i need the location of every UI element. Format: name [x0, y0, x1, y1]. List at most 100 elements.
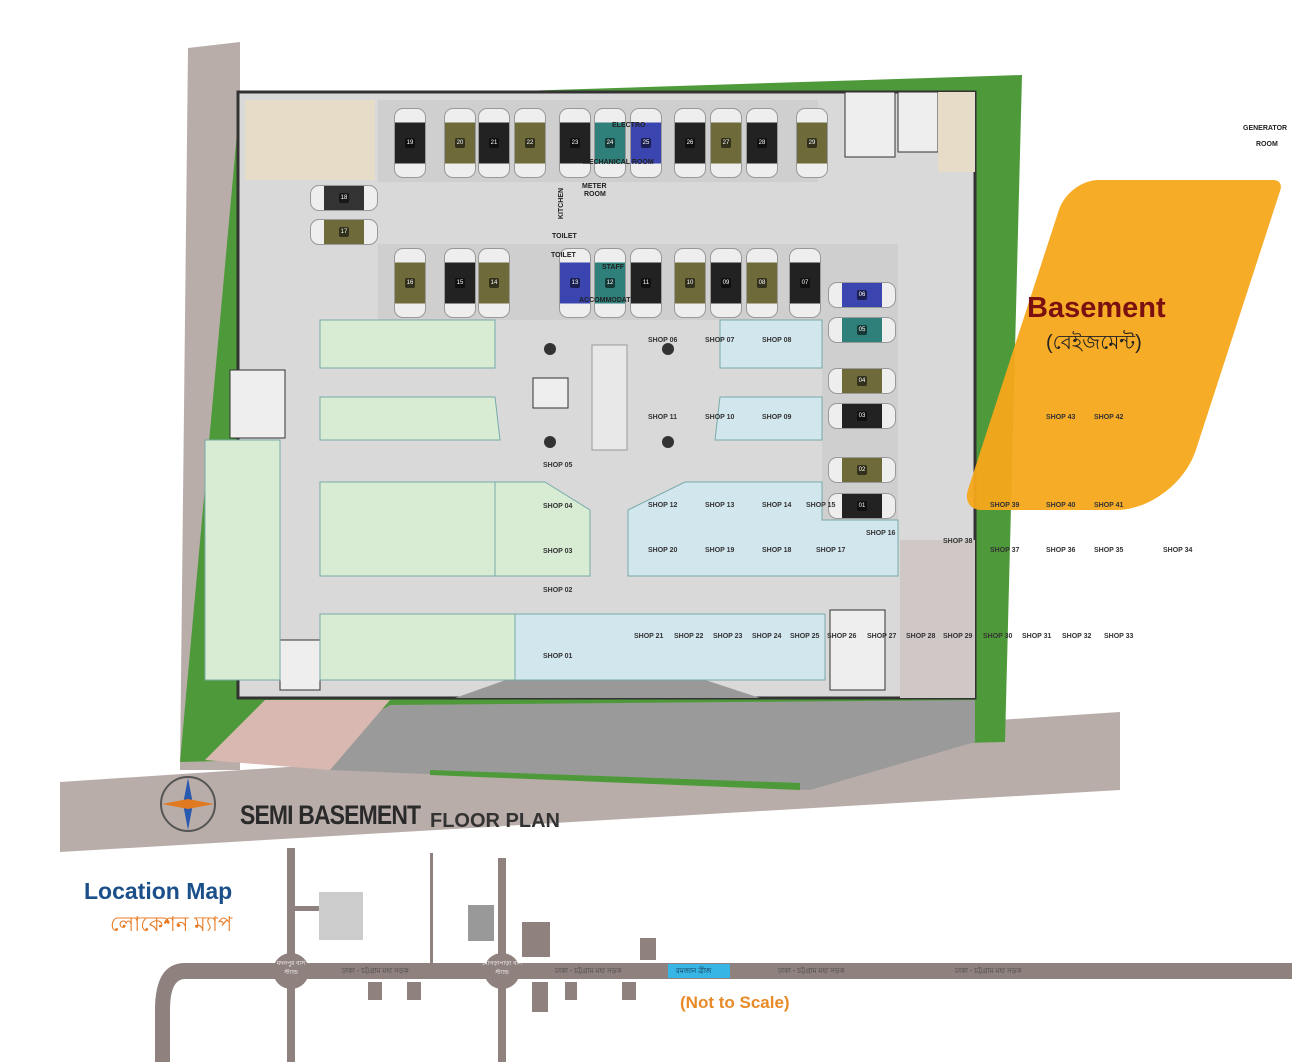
room-generator: GENERATOR — [1243, 125, 1288, 132]
parking-space-car: 09 — [710, 248, 742, 318]
highway-label: ঢাকা - চট্টগ্রাম মহা সড়ক — [955, 968, 1022, 975]
parking-number: 09 — [720, 278, 732, 288]
parking-number: 25 — [640, 138, 652, 148]
shop-label: SHOP 02 — [543, 587, 573, 594]
parking-space-car: 20 — [444, 108, 476, 178]
parking-number: 04 — [856, 376, 868, 386]
shop-label: SHOP 18 — [762, 547, 792, 554]
shop-label: SHOP 03 — [543, 548, 573, 555]
parking-space-car: 25 — [630, 108, 662, 178]
shop-label: SHOP 24 — [752, 633, 782, 640]
shop-label: SHOP 16 — [866, 530, 896, 537]
parking-space-car: 15 — [444, 248, 476, 318]
parking-space-car: 04 — [828, 368, 896, 394]
parking-space-car: 16 — [394, 248, 426, 318]
shop-label: SHOP 09 — [762, 414, 792, 421]
room-toilet-2: TOILET — [551, 252, 576, 259]
shop-label: SHOP 38 — [943, 538, 973, 545]
parking-space-car: 26 — [674, 108, 706, 178]
landmark-1 — [319, 892, 363, 940]
room-electro: ELECTRO — [612, 122, 646, 129]
entry-steps — [455, 675, 760, 698]
parking-space-car: 08 — [746, 248, 778, 318]
parking-space-car: 11 — [630, 248, 662, 318]
parking-number: 21 — [488, 138, 500, 148]
corner-block — [245, 100, 375, 180]
parking-space-car: 03 — [828, 403, 896, 429]
shop-label: SHOP 19 — [705, 547, 735, 554]
parking-number: 22 — [524, 138, 536, 148]
driveway — [320, 700, 975, 790]
parking-number: 24 — [604, 138, 616, 148]
room-mechanical: MECHANICAL ROOM — [583, 159, 654, 166]
plan-title-light: FLOOR PLAN — [430, 810, 560, 832]
parking-number: 11 — [640, 278, 652, 288]
location-map-roads — [155, 848, 1292, 1062]
lift-center — [532, 377, 569, 409]
stair-bottom-left — [279, 639, 321, 691]
shop-label: SHOP 41 — [1094, 502, 1124, 509]
parking-number: 06 — [856, 290, 868, 300]
shop-label: SHOP 36 — [1046, 547, 1076, 554]
room-kitchen: KITCHEN — [558, 187, 566, 220]
shop-label: SHOP 39 — [990, 502, 1020, 509]
entrance-paving — [205, 700, 390, 770]
parking-number: 08 — [756, 278, 768, 288]
shop-label: SHOP 08 — [762, 337, 792, 344]
parking-number: 27 — [720, 138, 732, 148]
parking-space-car: 12 — [594, 248, 626, 318]
shop-label: SHOP 15 — [806, 502, 836, 509]
bus-stand-1: মদনপুর বাস স্ট্যান্ড — [276, 961, 306, 976]
parking-number: 18 — [338, 193, 350, 203]
room-meter: METER — [582, 183, 607, 190]
basement-label-bn: (বেইজমেন্ট) — [1046, 332, 1142, 354]
parking-space-car: 14 — [478, 248, 510, 318]
parking-number: 01 — [856, 501, 868, 511]
parking-space-car: 29 — [796, 108, 828, 178]
parking-space-car: 05 — [828, 317, 896, 343]
location-map-title-bn: লোকেশন ম্যাপ — [110, 913, 233, 936]
shop-label: SHOP 40 — [1046, 502, 1076, 509]
highway-label: ঢাকা - চট্টগ্রাম মহা সড়ক — [555, 968, 622, 975]
shop-label: SHOP 42 — [1094, 414, 1124, 421]
parking-number: 14 — [488, 278, 500, 288]
shop-label: SHOP 35 — [1094, 547, 1124, 554]
stair-top — [844, 91, 896, 158]
shop-label: SHOP 43 — [1046, 414, 1076, 421]
parking-space-car: 28 — [746, 108, 778, 178]
parking-number: 23 — [569, 138, 581, 148]
landmark-2 — [468, 905, 494, 941]
parking-number: 26 — [684, 138, 696, 148]
parking-right — [822, 280, 898, 520]
bus-stand-2: মোগড়াপাড়া বাস স্ট্যান্ড — [481, 961, 522, 976]
escalator — [591, 344, 628, 451]
parking-number: 20 — [454, 138, 466, 148]
shop-label: SHOP 33 — [1104, 633, 1134, 640]
room-generator-room: ROOM — [1256, 141, 1278, 148]
room-accommodation: ACCOMMODATION — [579, 297, 644, 304]
parking-number: 17 — [338, 227, 350, 237]
shop-label: SHOP 13 — [705, 502, 735, 509]
shop-label: SHOP 06 — [648, 337, 678, 344]
shop-label: SHOP 27 — [867, 633, 897, 640]
green-shops — [204, 319, 591, 681]
location-map-title: Location Map — [84, 878, 233, 904]
shop-label: SHOP 31 — [1022, 633, 1052, 640]
room-staff: STAFF — [602, 264, 625, 271]
plan-title-bold: SEMI BASEMENT — [240, 800, 421, 830]
ramp — [900, 540, 975, 698]
shop-label: SHOP 04 — [543, 503, 573, 510]
columns — [544, 343, 674, 448]
basement-label: Basement — [1027, 292, 1166, 324]
highlight-road-segment — [668, 964, 730, 978]
shop-label: SHOP 34 — [1163, 547, 1193, 554]
shop-label: SHOP 25 — [790, 633, 820, 640]
parking-space-car: 18 — [310, 185, 378, 211]
shop-label: SHOP 21 — [634, 633, 664, 640]
parking-number: 03 — [856, 411, 868, 421]
shop-label: SHOP 07 — [705, 337, 735, 344]
shop-label: SHOP 28 — [906, 633, 936, 640]
parking-space-car: 19 — [394, 108, 426, 178]
